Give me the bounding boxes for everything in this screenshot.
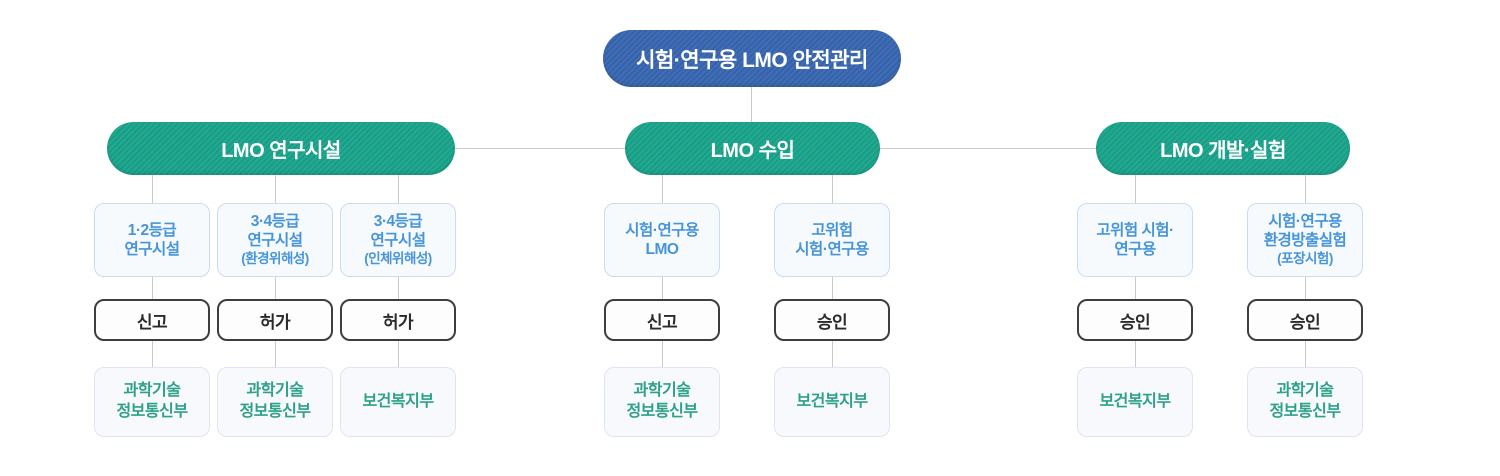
ministry-box: 과학기술 정보통신부 — [94, 367, 210, 437]
ministry-box: 과학기술 정보통신부 — [217, 367, 333, 437]
category-label: 고위험 시험· 연구용 — [1096, 221, 1174, 258]
connector-category-to-action — [832, 277, 833, 299]
category-box: 고위험 시험· 연구용 — [1077, 203, 1193, 277]
action-box: 승인 — [1247, 299, 1363, 341]
ministry-box: 보건복지부 — [340, 367, 456, 437]
category-box: 3·4등급 연구시설 (인체위해성) — [340, 203, 456, 277]
category-label: 1·2등급 연구시설 — [124, 221, 180, 258]
connector-pill-to-category — [152, 175, 153, 203]
ministry-box: 과학기술 정보통신부 — [1247, 367, 1363, 437]
root-pill: 시험·연구용 LMO 안전관리 — [603, 30, 901, 87]
connector-facility-to-import — [455, 148, 625, 149]
action-box: 승인 — [774, 299, 890, 341]
connector-action-to-ministry — [662, 341, 663, 367]
category-label: 3·4등급 연구시설 — [247, 212, 303, 250]
action-box: 신고 — [604, 299, 720, 341]
category-label: 시험·연구용 LMO — [625, 221, 699, 258]
action-label: 허가 — [382, 312, 414, 332]
connector-import-to-development — [880, 148, 1096, 149]
category-label: 3·4등급 연구시설 — [370, 212, 426, 250]
connector-category-to-action — [1135, 277, 1136, 299]
section-pill-import-label: LMO 수입 — [710, 140, 795, 162]
action-box: 신고 — [94, 299, 210, 341]
connector-pill-to-category — [1305, 175, 1306, 203]
connector-action-to-ministry — [398, 341, 399, 367]
connector-action-to-ministry — [152, 341, 153, 367]
ministry-box: 과학기술 정보통신부 — [604, 367, 720, 437]
connector-category-to-action — [1305, 277, 1306, 299]
action-box: 허가 — [340, 299, 456, 341]
category-box: 고위험 시험·연구용 — [774, 203, 890, 277]
connector-action-to-ministry — [1135, 341, 1136, 367]
action-label: 신고 — [646, 312, 678, 332]
ministry-box: 보건복지부 — [774, 367, 890, 437]
connector-category-to-action — [662, 277, 663, 299]
category-sublabel: (인체위해성) — [364, 251, 432, 267]
category-label: 고위험 시험·연구용 — [795, 221, 869, 258]
connector-category-to-action — [275, 277, 276, 299]
connector-action-to-ministry — [1305, 341, 1306, 367]
connector-pill-to-category — [398, 175, 399, 203]
ministry-box: 보건복지부 — [1077, 367, 1193, 437]
connector-category-to-action — [152, 277, 153, 299]
section-pill-facility-label: LMO 연구시설 — [221, 140, 341, 162]
connector-action-to-ministry — [275, 341, 276, 367]
connector-pill-to-category — [1135, 175, 1136, 203]
category-box: 1·2등급 연구시설 — [94, 203, 210, 277]
category-box: 시험·연구용 LMO — [604, 203, 720, 277]
connector-pill-to-category — [275, 175, 276, 203]
section-pill-development-label: LMO 개발·실험 — [1160, 140, 1286, 162]
action-label: 허가 — [259, 312, 291, 332]
category-label: 시험·연구용 환경방출실험 — [1263, 212, 1347, 250]
action-box: 허가 — [217, 299, 333, 341]
connector-pill-to-category — [832, 175, 833, 203]
section-pill-development: LMO 개발·실험 — [1096, 122, 1350, 175]
category-sublabel: (포장시험) — [1277, 251, 1333, 267]
connector-pill-to-category — [662, 175, 663, 203]
section-pill-facility: LMO 연구시설 — [107, 122, 455, 175]
connector-category-to-action — [398, 277, 399, 299]
section-pill-import: LMO 수입 — [625, 122, 880, 175]
category-sublabel: (환경위해성) — [241, 251, 309, 267]
action-label: 신고 — [136, 312, 168, 332]
root-pill-label: 시험·연구용 LMO 안전관리 — [636, 48, 868, 72]
category-box: 3·4등급 연구시설 (환경위해성) — [217, 203, 333, 277]
category-box: 시험·연구용 환경방출실험 (포장시험) — [1247, 203, 1363, 277]
action-label: 승인 — [816, 312, 848, 332]
connector-action-to-ministry — [832, 341, 833, 367]
action-label: 승인 — [1119, 312, 1151, 332]
connector-root-to-import — [751, 87, 752, 122]
action-box: 승인 — [1077, 299, 1193, 341]
action-label: 승인 — [1289, 312, 1321, 332]
